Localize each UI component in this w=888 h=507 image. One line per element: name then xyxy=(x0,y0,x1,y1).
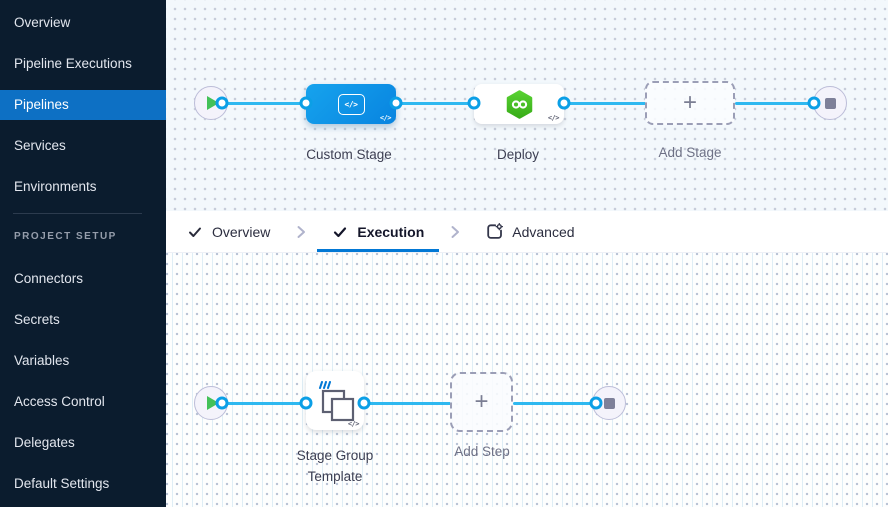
sidebar-item-environments[interactable]: Environments xyxy=(14,179,97,194)
stage-node-deploy[interactable]: </> xyxy=(474,84,564,124)
custom-stage-icon: </> xyxy=(337,93,365,115)
chevron-right-icon xyxy=(285,211,317,252)
stage-group-template-icon xyxy=(319,380,355,421)
port-in-custom-stage[interactable] xyxy=(299,96,313,110)
pipeline-studio-main: Overview Execution xyxy=(166,0,888,507)
port-out-custom-stage[interactable] xyxy=(389,96,403,110)
sidebar-item-pipelines[interactable]: Pipelines xyxy=(0,90,166,120)
port-out-start[interactable] xyxy=(215,96,229,110)
yaml-code-icon: </> xyxy=(379,114,392,122)
port-in-deploy[interactable] xyxy=(467,96,481,110)
stage-tab-bar: Overview Execution xyxy=(166,211,888,253)
sidebar-divider xyxy=(13,213,142,214)
yaml-code-icon: </> xyxy=(547,114,560,122)
tab-advanced[interactable]: Advanced xyxy=(471,211,589,252)
edge-deploy-to-add-stage xyxy=(564,101,647,105)
sidebar-item-connectors[interactable]: Connectors xyxy=(14,271,84,286)
check-icon xyxy=(334,226,347,237)
plus-icon: + xyxy=(682,89,697,116)
step-node-stage-group-template[interactable]: </> xyxy=(306,371,364,430)
port-out-stage-group[interactable] xyxy=(357,396,371,410)
stage-label-deploy: Deploy xyxy=(496,147,540,162)
edge-add-stage-to-end xyxy=(735,101,816,105)
port-in-end[interactable] xyxy=(589,396,603,410)
sidebar-item-variables[interactable]: Variables xyxy=(14,353,70,368)
page-gear-icon xyxy=(487,223,504,239)
tab-execution-label: Execution xyxy=(357,223,425,240)
chevron-right-icon xyxy=(439,211,471,252)
sidebar-item-services[interactable]: Services xyxy=(14,138,66,153)
edge-custom-stage-to-deploy xyxy=(396,101,476,105)
add-step-button[interactable]: + xyxy=(450,372,513,432)
stage-node-custom-stage[interactable]: </> </> xyxy=(306,84,396,124)
stop-icon xyxy=(824,97,836,109)
stage-label-custom-stage: Custom Stage xyxy=(306,147,392,162)
tab-advanced-label: Advanced xyxy=(512,223,575,240)
sidebar-item-access-control[interactable]: Access Control xyxy=(14,394,105,409)
sidebar-item-delegates[interactable]: Delegates xyxy=(14,435,75,450)
edge-stage-group-to-add-step xyxy=(364,401,452,405)
project-sidebar: Overview Pipeline Executions Pipelines S… xyxy=(0,0,166,507)
step-label-add-step: Add Step xyxy=(454,444,510,459)
port-in-stage-group[interactable] xyxy=(299,396,313,410)
edge-start-to-custom-stage xyxy=(222,101,308,105)
sidebar-section-title: PROJECT SETUP xyxy=(14,231,117,242)
port-out-start[interactable] xyxy=(215,396,229,410)
deploy-cd-icon xyxy=(506,89,532,119)
sidebar-item-secrets[interactable]: Secrets xyxy=(14,312,60,327)
edge-start-to-stage-group xyxy=(222,401,308,405)
yaml-code-icon: </> xyxy=(347,420,360,428)
check-icon xyxy=(189,227,201,237)
tab-execution[interactable]: Execution xyxy=(317,211,440,252)
edge-add-step-to-end xyxy=(513,401,597,405)
port-in-end[interactable] xyxy=(807,96,821,110)
sidebar-item-default-settings[interactable]: Default Settings xyxy=(14,476,110,491)
sidebar-item-overview[interactable]: Overview xyxy=(14,15,71,30)
tab-overview[interactable]: Overview xyxy=(172,211,285,252)
execution-canvas[interactable] xyxy=(166,253,888,507)
stop-icon xyxy=(603,397,615,409)
tab-overview-label: Overview xyxy=(212,223,271,240)
sidebar-item-pipeline-executions[interactable]: Pipeline Executions xyxy=(14,56,132,71)
stage-label-add-stage: Add Stage xyxy=(658,145,722,160)
add-stage-button[interactable]: + xyxy=(645,81,735,125)
port-out-deploy[interactable] xyxy=(557,96,571,110)
plus-icon: + xyxy=(474,388,489,415)
step-label-stage-group-template: Stage Group Template xyxy=(296,448,374,484)
